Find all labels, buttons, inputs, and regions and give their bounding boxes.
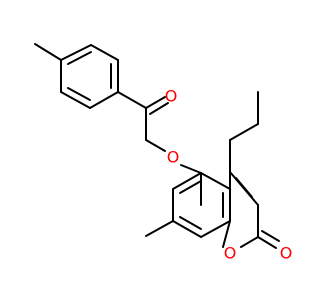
atom-lactone-oxygen: O — [280, 244, 293, 263]
bond-carbonyl-o-2 — [149, 102, 169, 115]
bond-propyl1-propyl2 — [229, 123, 259, 141]
bond-ar4-ar5 — [89, 91, 119, 109]
bond-c8-c8a — [200, 220, 231, 238]
coumarin-benzo-ring — [172, 172, 231, 238]
bond-ar4-carbonyl — [117, 91, 147, 109]
bond-carbonyl-o-1 — [145, 96, 166, 109]
pyranone-ring — [222, 171, 280, 249]
tolyl-ring — [60, 44, 119, 109]
atom-ether-oxygen: O — [167, 148, 180, 167]
bond-c4-c3-inner — [235, 177, 253, 198]
bond-c7-methyl — [145, 220, 174, 237]
bond-ar1-ar2 — [60, 44, 92, 61]
bond-ether-o-c5 — [180, 164, 202, 174]
atom-ketone-oxygen: O — [165, 87, 178, 106]
bond-ch2-ether-o — [145, 139, 166, 152]
bond-c2-lactone-o-2 — [261, 230, 280, 242]
molecule-canvas: O O O O — [34, 43, 293, 263]
bond-c2-ring-o — [240, 236, 259, 248]
atom-label-lactone-o: O — [280, 244, 293, 263]
atom-label-ring-o: O — [224, 244, 237, 263]
bond-c5-c6 — [172, 172, 202, 190]
atom-label-ketone-o: O — [165, 87, 178, 106]
bond-c5-c6-inner — [179, 180, 202, 194]
bond-ar5-ar6-inner — [67, 87, 91, 101]
molecule-structure: O O O O — [34, 43, 293, 263]
bond-ring-o-c8a — [222, 220, 231, 248]
atom-ring-oxygen: O — [224, 244, 237, 263]
bond-c2-lactone-o — [257, 236, 277, 249]
bond-c4a-c5 — [200, 172, 231, 190]
bond-ar5-ar6 — [60, 91, 91, 109]
bond-ar2-ar3 — [90, 44, 119, 61]
atom-label-ether-o: O — [167, 148, 180, 167]
bond-tolyl-methyl — [34, 43, 62, 61]
bond-c7-c8-inner — [179, 216, 202, 230]
bond-ar1-ar2-inner — [67, 51, 92, 65]
bond-c7-c8 — [172, 220, 202, 238]
